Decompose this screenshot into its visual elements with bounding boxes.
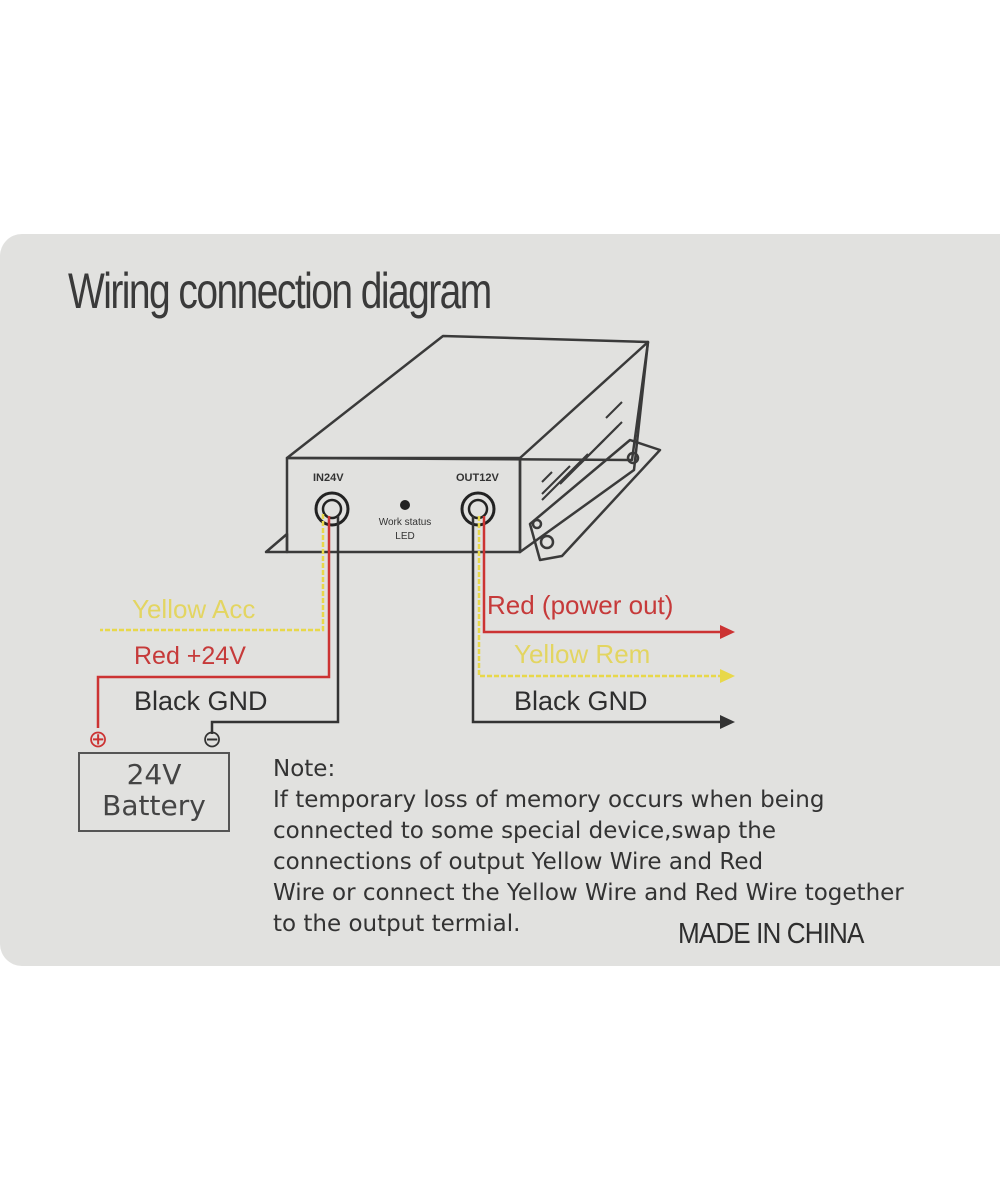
input-yellow-wire [100,514,325,632]
input-yellow-label: Yellow Acc [132,594,255,624]
battery: 24V Battery [78,752,230,832]
input-black-label: Black GND [134,686,268,716]
input-red-wire [96,516,331,728]
battery-negative-icon: ⊖ [202,725,222,753]
output-yellow-wire [477,516,722,678]
output-red-arrow [720,625,735,639]
output-yellow-arrow [720,669,735,683]
diagram-title: Wiring connection diagram [68,263,492,319]
converter-box [264,334,662,562]
note-line: connections of output Yellow Wire and Re… [273,849,764,875]
box-left-foot [264,532,289,554]
box-top-face [285,334,650,462]
vent-slots [541,401,623,501]
note-line: If temporary loss of memory occurs when … [273,787,825,813]
note-line: to the output termial. [273,911,521,937]
output-black-wire [471,516,722,724]
note-line: connected to some special device,swap th… [273,818,777,844]
mounting-hole [539,534,555,550]
output-port-label: OUT12V [456,472,499,484]
product-label [0,234,1000,966]
input-black-wire [210,516,340,734]
input-port-label: IN24V [313,472,344,484]
box-right-face [518,340,650,554]
led-label: LED [395,531,414,542]
note-line: Wire or connect the Yellow Wire and Red … [273,880,904,906]
battery-positive-icon: ⊕ [88,725,108,753]
input-terminal [314,491,350,527]
input-red-label: Red +24V [134,642,246,670]
note-block: Note: If temporary loss of memory occurs… [273,754,998,940]
output-black-arrow [720,715,735,729]
led-label: Work status [379,517,432,528]
output-red-wire [482,516,722,634]
mounting-flange [528,438,662,562]
note-heading: Note: [273,756,336,782]
output-black-label: Black GND [514,686,648,716]
battery-label: Battery [102,789,206,822]
made-in-label: MADE IN CHINA [678,918,864,950]
output-yellow-label: Yellow Rem [514,639,650,669]
battery-voltage: 24V [126,758,182,791]
status-led [400,500,410,510]
mounting-hole [626,451,640,465]
mounting-hole [531,518,543,530]
output-red-label: Red (power out) [487,590,673,620]
